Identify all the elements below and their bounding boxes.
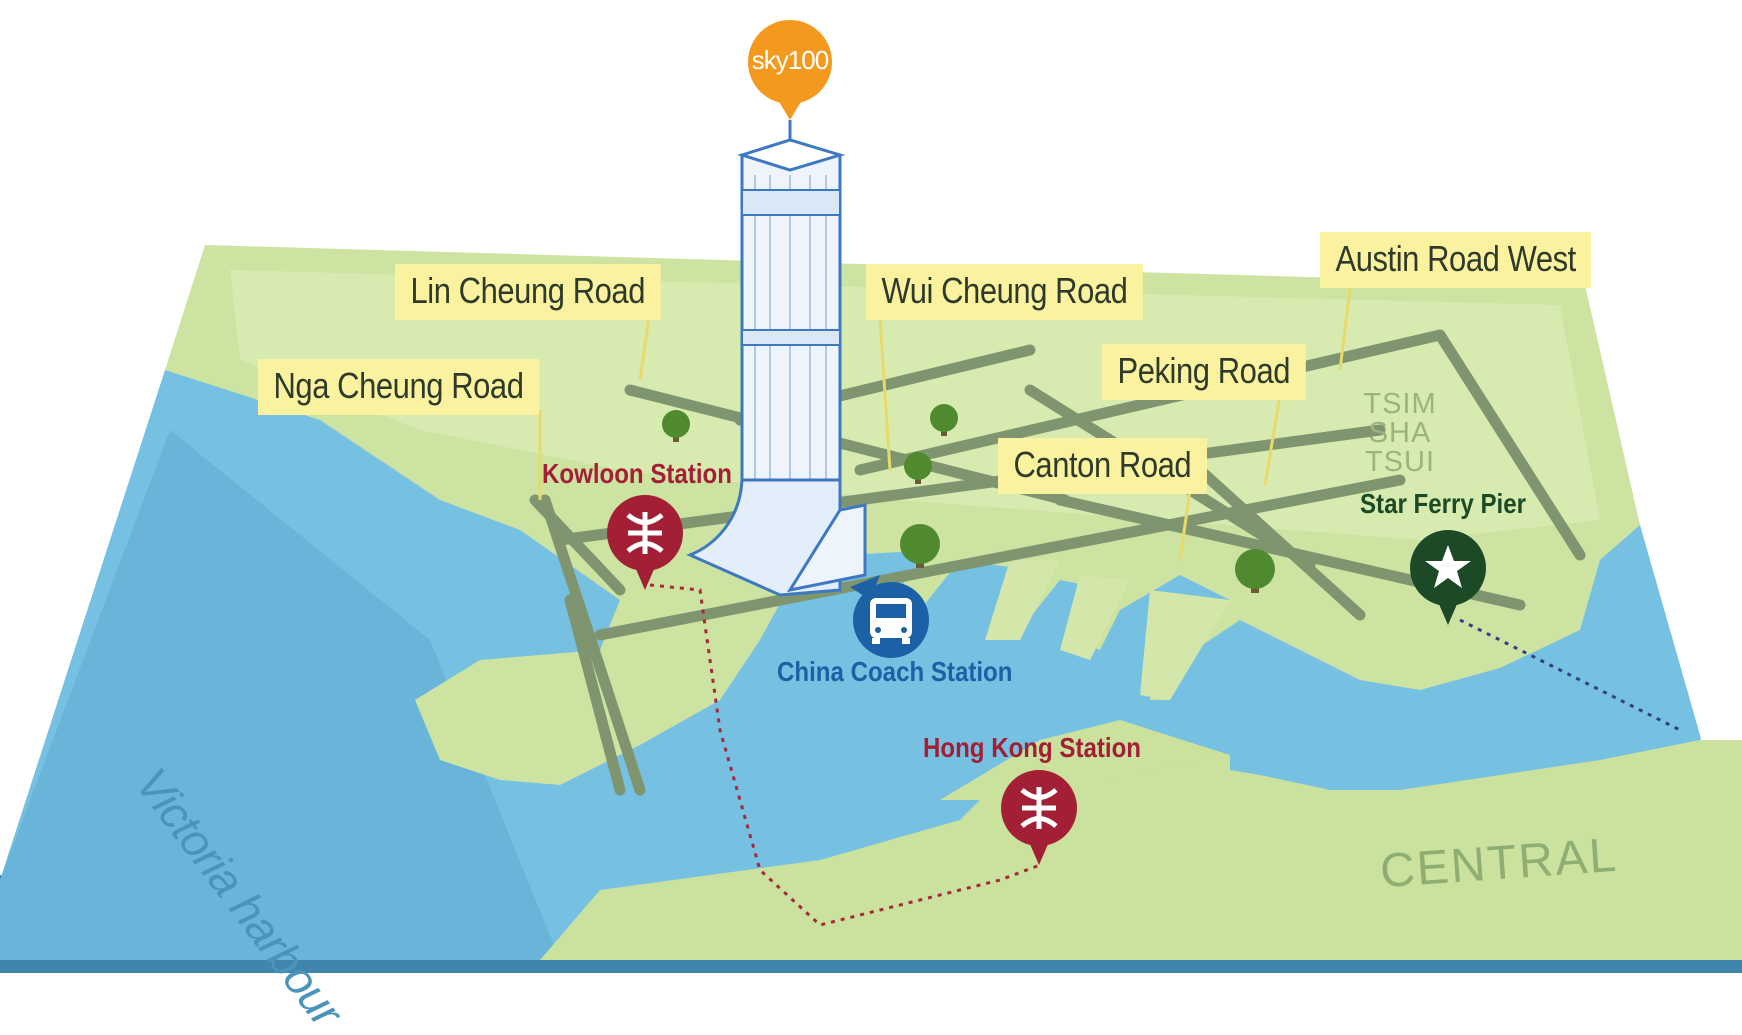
bus-icon <box>870 598 912 644</box>
star-icon <box>1425 545 1471 588</box>
mtr-icon <box>626 512 664 554</box>
label-star-ferry-pier: Star Ferry Pier <box>1360 488 1526 519</box>
label-peking-road: Peking Road <box>1102 344 1306 400</box>
label-nga-cheung-road: Nga Cheung Road <box>258 359 539 415</box>
china-coach-pin[interactable] <box>850 575 929 658</box>
tst-line-2: SHA <box>1368 417 1432 449</box>
trees <box>662 404 1275 593</box>
district-tsim-sha-tsui: TSIM SHA TSUI <box>1340 390 1460 477</box>
mtr-icon-hk <box>1020 787 1058 829</box>
tst-line-1: TSIM <box>1363 388 1437 420</box>
label-lin-cheung-road: Lin Cheung Road <box>395 264 661 320</box>
route-star-ferry <box>1459 618 1681 732</box>
central-land <box>540 740 1742 960</box>
hong-kong-mtr-pin[interactable] <box>1001 770 1077 865</box>
label-hong-kong-station: Hong Kong Station <box>923 732 1142 763</box>
central-land-strip <box>940 720 1230 800</box>
map-canvas <box>0 20 1742 973</box>
label-canton-road: Canton Road <box>998 438 1207 494</box>
label-wui-cheung-road: Wui Cheung Road <box>866 264 1143 320</box>
label-kowloon-station: Kowloon Station <box>542 458 732 489</box>
harbour-water-shade <box>0 430 560 960</box>
kowloon-land-highlight <box>230 270 1600 540</box>
icc-tower <box>686 120 867 597</box>
label-leaders <box>538 287 1352 561</box>
piers <box>985 560 1230 700</box>
label-china-coach-station: China Coach Station <box>777 656 1013 687</box>
sky100-pin <box>748 20 832 120</box>
route-kowloon-to-hk-station <box>649 583 1041 927</box>
sky100-logo: sky100 <box>751 45 829 75</box>
kowloon-mtr-pin[interactable] <box>607 495 683 590</box>
tst-line-3: TSUI <box>1364 446 1436 478</box>
label-austin-road-west: Austin Road West <box>1320 232 1592 288</box>
star-ferry-pin[interactable] <box>1410 530 1486 625</box>
